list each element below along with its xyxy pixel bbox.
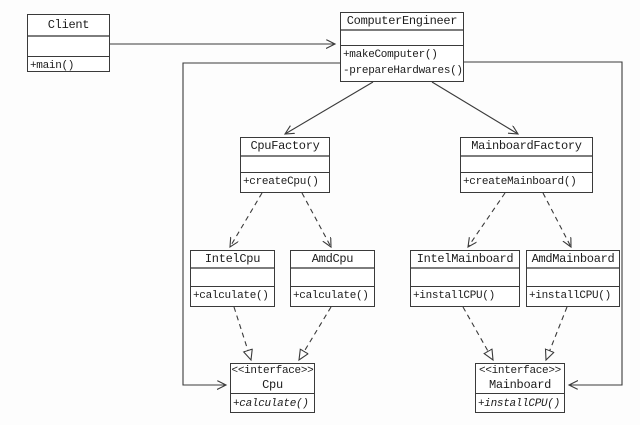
method: +makeComputer() [343, 49, 438, 61]
realize-intelcpu-to-cpu [233, 306, 251, 360]
assoc-engineer-to-cpufactory [285, 81, 374, 134]
interface-name: Cpu [262, 378, 283, 392]
method: +createMainboard() [463, 176, 577, 188]
method: +calculate() [193, 290, 269, 302]
attributes-compartment [527, 269, 619, 287]
realize-amdcpu-to-cpu [299, 306, 332, 360]
interface-box-mainboard: <<interface>> Mainboard +installCPU() [475, 363, 565, 413]
method: +installCPU() [529, 290, 611, 302]
methods-compartment: +installCPU() [476, 394, 564, 413]
attributes-compartment [411, 269, 519, 287]
methods-compartment: +createMainboard() [461, 173, 592, 192]
method: +calculate() [233, 398, 309, 410]
class-box-amd-mainboard: AmdMainboard +installCPU() [526, 250, 620, 307]
attributes-compartment [291, 269, 374, 287]
assoc-engineer-to-cpu-interface [182, 62, 340, 385]
interface-name: Mainboard [488, 378, 552, 392]
class-box-computer-engineer: ComputerEngineer +makeComputer() -prepar… [340, 12, 464, 82]
methods-compartment: +calculate() [291, 287, 374, 306]
class-box-intel-mainboard: IntelMainboard +installCPU() [410, 250, 520, 307]
realize-amdmainboard-to-mainboard [546, 306, 568, 360]
dep-mainboardfactory-to-intelmainboard [468, 192, 506, 247]
dep-cpufactory-to-intelcpu [230, 192, 263, 247]
class-name: AmdCpu [291, 251, 374, 269]
methods-compartment: +calculate() [191, 287, 274, 306]
class-name: ComputerEngineer [341, 13, 463, 31]
methods-compartment: +installCPU() [411, 287, 519, 306]
class-name: IntelCpu [191, 251, 274, 269]
method: +createCpu() [243, 176, 319, 188]
method: +main() [30, 60, 75, 72]
class-name: IntelMainboard [411, 251, 519, 269]
class-box-intel-cpu: IntelCpu +calculate() [190, 250, 275, 307]
interface-box-cpu: <<interface>> Cpu +calculate() [230, 363, 315, 413]
class-name: AmdMainboard [527, 251, 619, 269]
attributes-compartment [28, 37, 109, 57]
class-box-client: Client +main() [27, 14, 110, 72]
methods-compartment: +main() [28, 57, 109, 74]
class-box-mainboard-factory: MainboardFactory +createMainboard() [460, 137, 593, 193]
stereotype-label: <<interface>> [231, 365, 314, 377]
class-name: CpuFactory [241, 138, 329, 157]
method: -prepareHardwares() [343, 65, 463, 77]
interface-header: <<interface>> Cpu [231, 364, 314, 394]
class-box-cpu-factory: CpuFactory +createCpu() [240, 137, 330, 193]
assoc-engineer-to-mainboard-interface [464, 61, 623, 385]
interface-header: <<interface>> Mainboard [476, 364, 564, 394]
attributes-compartment [341, 31, 463, 46]
class-name: MainboardFactory [461, 138, 592, 157]
class-box-amd-cpu: AmdCpu +calculate() [290, 250, 375, 307]
methods-compartment: +makeComputer() -prepareHardwares() [341, 46, 463, 81]
attributes-compartment [191, 269, 274, 287]
method: +installCPU() [478, 398, 560, 410]
methods-compartment: +installCPU() [527, 287, 619, 306]
methods-compartment: +createCpu() [241, 173, 329, 192]
class-name: Client [28, 15, 109, 37]
attributes-compartment [241, 157, 329, 173]
dep-mainboardfactory-to-amdmainboard [542, 192, 571, 247]
method: +calculate() [293, 290, 369, 302]
stereotype-label: <<interface>> [479, 365, 561, 377]
realize-intelmainboard-to-mainboard [462, 306, 493, 360]
dep-cpufactory-to-amdcpu [301, 192, 331, 247]
method: +installCPU() [413, 290, 495, 302]
attributes-compartment [461, 157, 592, 173]
methods-compartment: +calculate() [231, 394, 314, 413]
assoc-engineer-to-mainboardfactory [431, 81, 518, 134]
